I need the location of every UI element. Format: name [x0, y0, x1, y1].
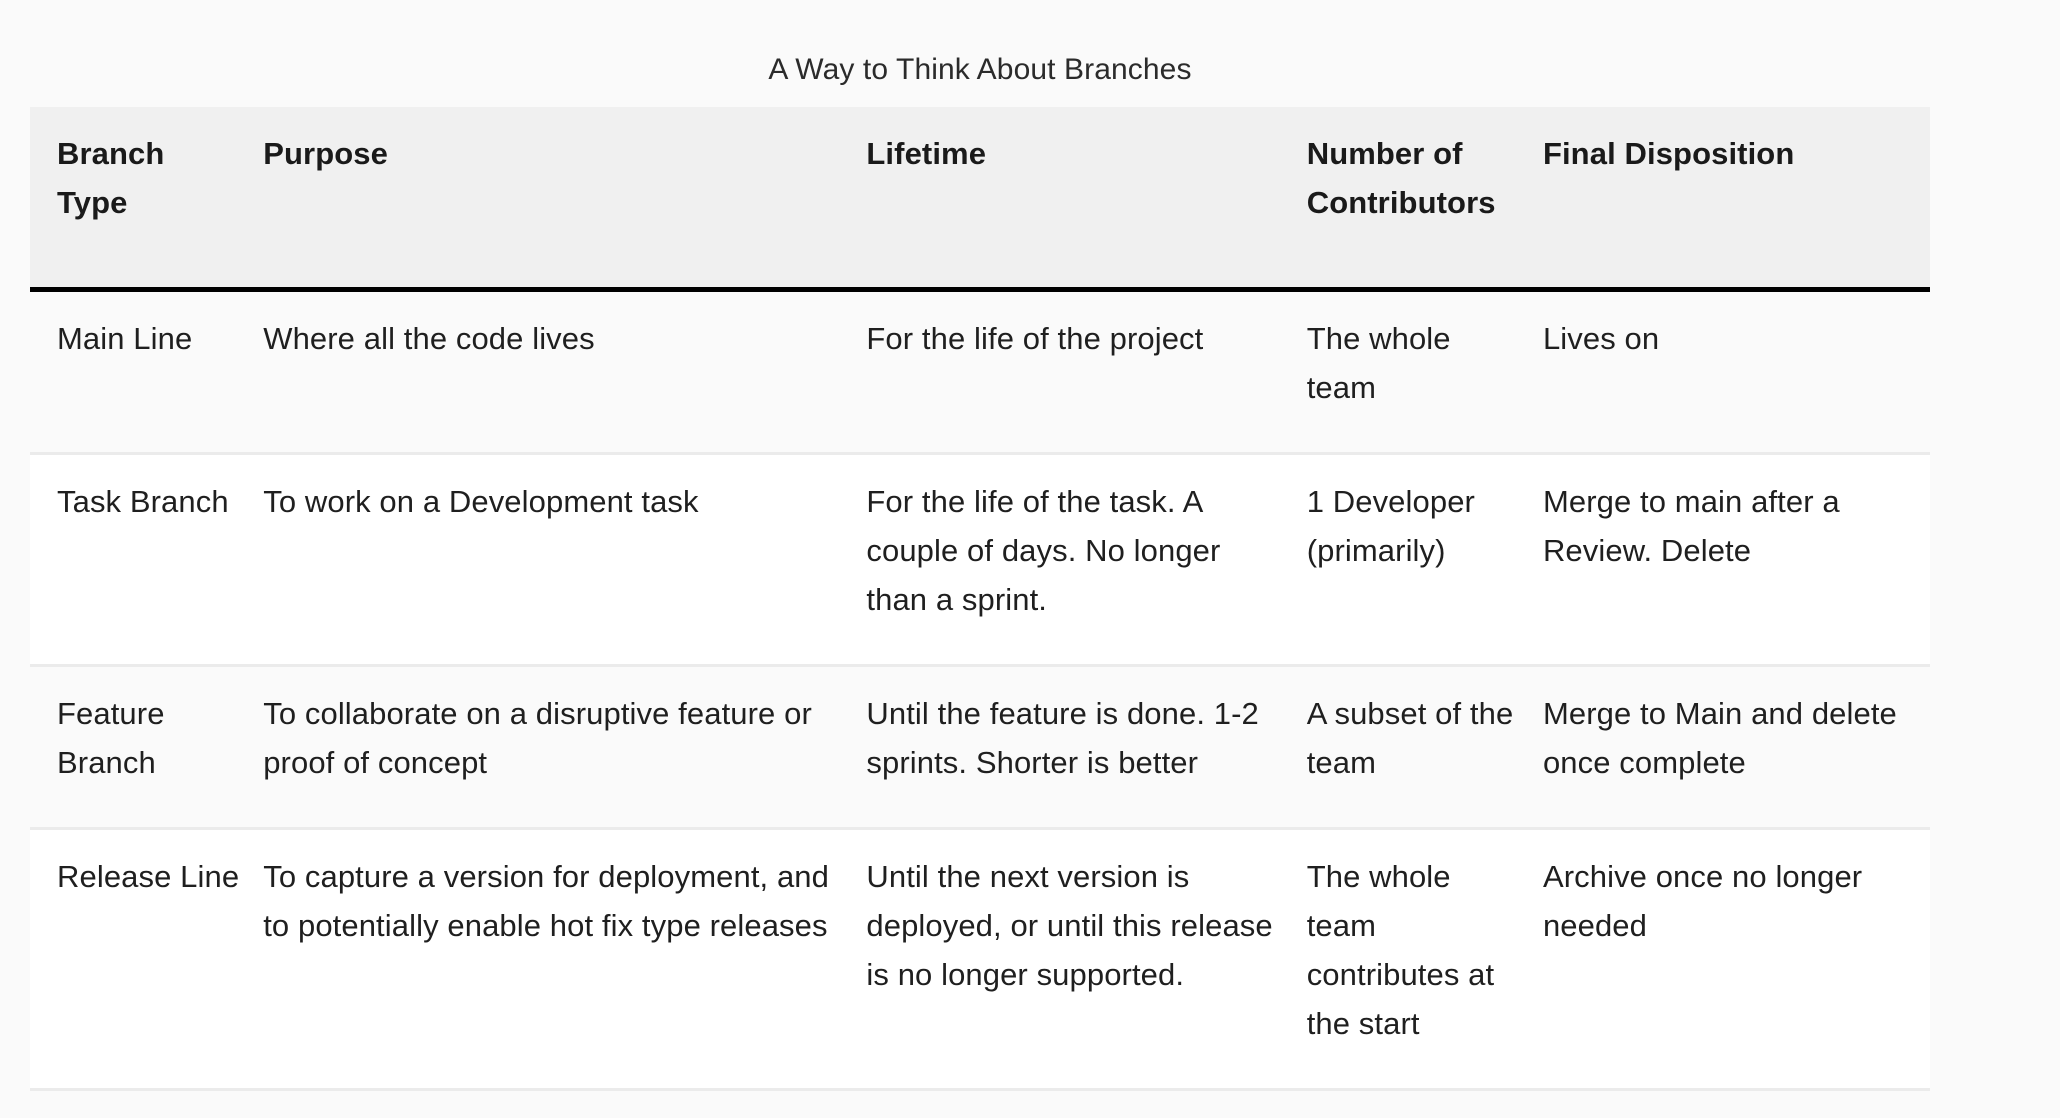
cell-lifetime: For the life of the task. A couple of da…	[866, 453, 1307, 667]
cell-final-disposition: Lives on	[1542, 289, 1930, 455]
table-row: Release Line To capture a version for de…	[30, 828, 1930, 1091]
cell-lifetime: Until the feature is done. 1-2 sprints. …	[866, 665, 1307, 830]
table-row-partial	[30, 1089, 1930, 1116]
cell-lifetime: Until the next version is deployed, or u…	[866, 828, 1307, 1091]
column-header-branch-type[interactable]: Branch Type	[30, 107, 264, 292]
cell-purpose: Where all the code lives	[263, 289, 867, 455]
cell-empty	[1307, 1090, 1543, 1116]
cell-branch-type: Release Line	[30, 828, 264, 1091]
table-caption: A Way to Think About Branches	[768, 53, 1192, 86]
cell-contributors: A subset of the team	[1306, 665, 1543, 830]
table-header-row: Branch Type Purpose Lifetime Number of C…	[30, 107, 1930, 292]
cell-branch-type: Main Line	[30, 289, 264, 455]
cell-branch-type: Feature Branch	[30, 665, 264, 830]
cell-contributors: The whole team	[1306, 289, 1543, 455]
column-header-purpose[interactable]: Purpose	[263, 107, 867, 292]
table-row: Feature Branch To collaborate on a disru…	[30, 665, 1930, 830]
cell-branch-type: Task Branch	[30, 453, 264, 667]
cell-purpose: To work on a Development task	[263, 453, 867, 667]
column-header-number-of-contributors[interactable]: Number of Contributors	[1306, 107, 1543, 292]
table-row: Main Line Where all the code lives For t…	[30, 289, 1930, 455]
cell-final-disposition: Merge to main after a Review. Delete	[1542, 453, 1930, 667]
cell-contributors: The whole team contributes at the start	[1306, 828, 1543, 1091]
column-header-lifetime[interactable]: Lifetime	[866, 107, 1307, 292]
table-container: Branch Type Purpose Lifetime Number of C…	[30, 107, 1930, 1118]
cell-empty	[866, 1090, 1306, 1116]
cell-empty	[1543, 1090, 1930, 1116]
table-header: Branch Type Purpose Lifetime Number of C…	[30, 107, 1930, 292]
cell-final-disposition: Archive once no longer needed	[1542, 828, 1930, 1091]
cell-purpose: To collaborate on a disruptive feature o…	[263, 665, 867, 830]
column-header-final-disposition[interactable]: Final Disposition	[1542, 107, 1930, 292]
cell-contributors: 1 Developer (primarily)	[1306, 453, 1543, 667]
cell-empty	[263, 1090, 866, 1116]
table-body: Main Line Where all the code lives For t…	[30, 289, 1930, 1116]
cell-final-disposition: Merge to Main and delete once complete	[1542, 665, 1930, 830]
cell-empty	[30, 1090, 263, 1116]
cell-purpose: To capture a version for deployment, and…	[263, 828, 867, 1091]
branch-comparison-table: Branch Type Purpose Lifetime Number of C…	[30, 107, 1930, 1115]
table-row: Task Branch To work on a Development tas…	[30, 453, 1930, 667]
cell-lifetime: For the life of the project	[866, 289, 1307, 455]
